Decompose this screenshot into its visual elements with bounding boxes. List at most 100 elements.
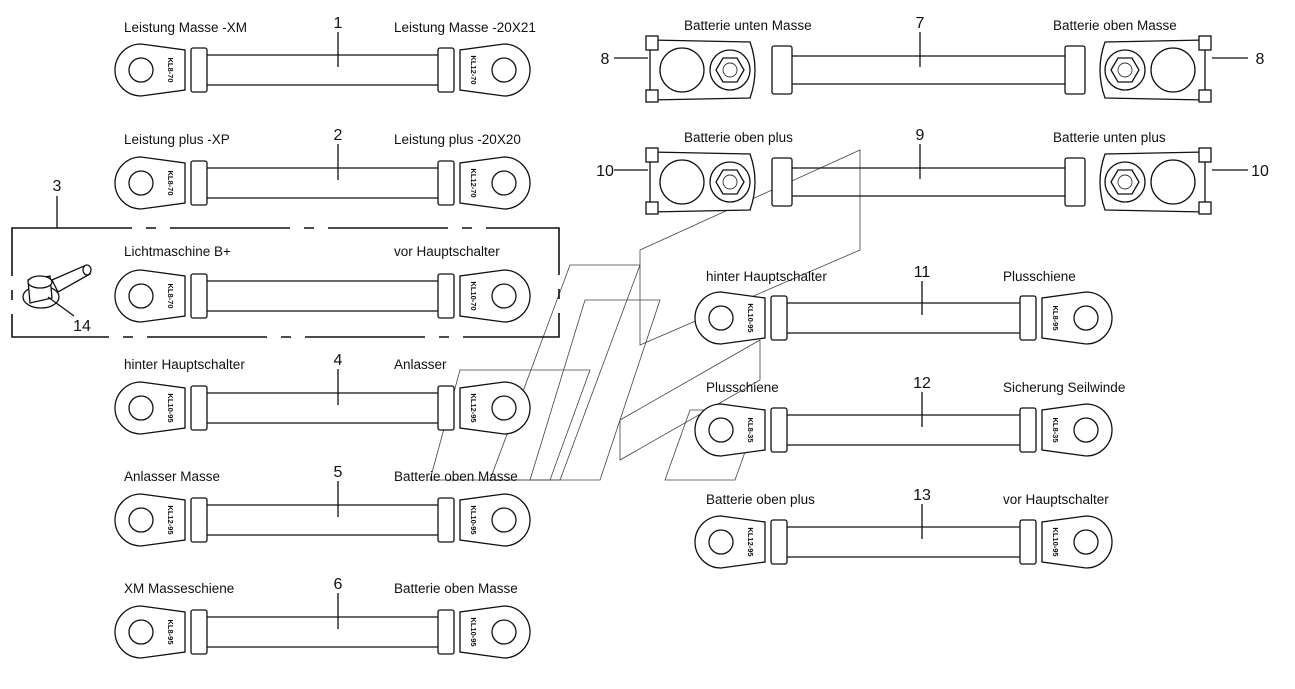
- cable-5-lug-left: KL12-95: [114, 493, 208, 547]
- cable-13-lug-right-hole: [1073, 529, 1099, 555]
- cable-4-lug-right-hole: [491, 395, 517, 421]
- callout-3: 3: [53, 178, 62, 195]
- cable-5-lug-right: KL10-95: [437, 493, 531, 547]
- cable-6-lug-right-hole: [491, 619, 517, 645]
- connector-14: [22, 264, 92, 317]
- cable-7-clamp-left-ear-top: [645, 35, 659, 51]
- cable-4-label-left: hinter Hauptschalter: [124, 357, 245, 372]
- cable-7-clamp-left-terminal-ring: [659, 47, 705, 93]
- cable-4-lug-right-sleeve: [437, 385, 455, 431]
- cable-12-lug-right: KL8-35: [1019, 403, 1113, 457]
- cable-13-lug-right-label: KL10-95: [1051, 527, 1060, 556]
- cable-7-clamp-right-ear-top: [1198, 35, 1212, 51]
- cable-7-clamp-left-sleeve: [771, 45, 793, 95]
- cable-13-lug-right: KL10-95: [1019, 515, 1113, 569]
- cable-3-lug-left-label: KL8-70: [166, 283, 175, 308]
- cable-5-lug-left-hole: [128, 507, 154, 533]
- clamp-callout-left: 10: [596, 163, 614, 180]
- cable-9-clamp-right-nut: [1110, 169, 1140, 195]
- cable-2-number: 2: [334, 127, 343, 144]
- cable-6-lug-right-sleeve: [437, 609, 455, 655]
- cable-9-clamp-left-nut: [715, 169, 745, 195]
- cable-11-lug-left: KL10-95: [694, 291, 788, 345]
- cable-9-clamp-right: [1064, 147, 1212, 215]
- callout-14: 14: [73, 318, 91, 335]
- cable-11-lug-right: KL8-95: [1019, 291, 1113, 345]
- cable-13-label-left: Batterie oben plus: [706, 492, 815, 507]
- cable-9-clamp-right-bolt: [1117, 174, 1133, 190]
- cable-6-lug-right: KL10-95: [437, 605, 531, 659]
- cable-3-lug-left-sleeve: [190, 273, 208, 319]
- cable-9-clamp-right-terminal-ring: [1150, 159, 1196, 205]
- cable-7-clamp-left-nut: [715, 57, 745, 83]
- cable-9-clamp-left: [645, 147, 793, 215]
- cable-9-clamp-left-sleeve: [771, 157, 793, 207]
- cable-9-label-left: Batterie oben plus: [684, 130, 793, 145]
- cable-9-label-right: Batterie unten plus: [1053, 130, 1166, 145]
- cable-1-lug-right: KL12-70: [437, 43, 531, 97]
- cable-5-lug-right-sleeve: [437, 497, 455, 543]
- cable-6-label-left: XM Masseschiene: [124, 581, 234, 596]
- cable-1-lug-left: KL8-70: [114, 43, 208, 97]
- cable-11-label-left: hinter Hauptschalter: [706, 269, 827, 284]
- cable-7-clamp-right-nut: [1110, 57, 1140, 83]
- cable-6-lug-left-hole: [128, 619, 154, 645]
- cable-11-lug-left-sleeve: [770, 295, 788, 341]
- cable-13-lug-left-hole: [708, 529, 734, 555]
- cable-3-lug-left: KL8-70: [114, 269, 208, 323]
- cable-3-lug-right: KL10-70: [437, 269, 531, 323]
- cable-9-clamp-right-sleeve: [1064, 157, 1086, 207]
- cable-6-lug-left-sleeve: [190, 609, 208, 655]
- cable-9-clamp-left-bolt: [722, 174, 738, 190]
- cable-7-clamp-left-bolt: [722, 62, 738, 78]
- cable-12-lug-right-label: KL8-35: [1051, 417, 1060, 442]
- cable-7-clamp-right: [1064, 35, 1212, 103]
- clamp-callout-right: 10: [1251, 163, 1269, 180]
- cable-12-label-right: Sicherung Seilwinde: [1003, 380, 1125, 395]
- cable-13-lug-left-sleeve: [770, 519, 788, 565]
- cable-6-label-right: Batterie oben Masse: [394, 581, 518, 596]
- cable-2-lug-left-sleeve: [190, 160, 208, 206]
- cable-13-lug-right-sleeve: [1019, 519, 1037, 565]
- cable-7-clamp-left-ear-bottom: [645, 89, 659, 103]
- cable-7: 7 Batterie unten Masse Batterie oben Masse…: [601, 15, 1265, 103]
- cable-1-label-right: Leistung Masse -20X21: [394, 20, 536, 35]
- cable-11-lug-right-label: KL8-95: [1051, 305, 1060, 330]
- cable-2-label-right: Leistung plus -20X20: [394, 132, 521, 147]
- cable-6-lug-left: KL8-95: [114, 605, 208, 659]
- cable-2-lug-right-sleeve: [437, 160, 455, 206]
- cable-7-label-left: Batterie unten Masse: [684, 18, 812, 33]
- cable-2-lug-right-hole: [491, 170, 517, 196]
- cable-2-lug-left: KL8-70: [114, 156, 208, 210]
- cable-12-label-left: Plusschiene: [706, 380, 779, 395]
- cable-4-lug-right-label: KL12-95: [469, 393, 478, 422]
- cable-9-clamp-left-ear-bottom: [645, 201, 659, 215]
- cable-5-lug-left-label: KL12-95: [166, 505, 175, 534]
- cable-5-lug-right-hole: [491, 507, 517, 533]
- cable-1-lug-right-sleeve: [437, 47, 455, 93]
- cable-4-label-right: Anlasser: [394, 357, 447, 372]
- cable-4-lug-left-hole: [128, 395, 154, 421]
- cable-7-clamp-left: [645, 35, 793, 103]
- cable-7-number: 7: [916, 15, 925, 32]
- cable-13-lug-left: KL12-95: [694, 515, 788, 569]
- cable-9-number: 9: [916, 127, 925, 144]
- cable-9-clamp-right-ear-bottom: [1198, 201, 1212, 215]
- cable-7-label-right: Batterie oben Masse: [1053, 18, 1177, 33]
- cable-11-label-right: Plusschiene: [1003, 269, 1076, 284]
- cable-13-label-right: vor Hauptschalter: [1003, 492, 1109, 507]
- cable-1-number: 1: [334, 15, 343, 32]
- cable-9: 9 Batterie oben plus Batterie unten plus 10…: [596, 127, 1269, 215]
- cable-5-lug-right-label: KL10-95: [469, 505, 478, 534]
- cable-1-label-left: Leistung Masse -XM: [124, 20, 247, 35]
- cable-3-lug-right-hole: [491, 283, 517, 309]
- cable-7-clamp-right-terminal-ring: [1150, 47, 1196, 93]
- cable-4-lug-right: KL12-95: [437, 381, 531, 435]
